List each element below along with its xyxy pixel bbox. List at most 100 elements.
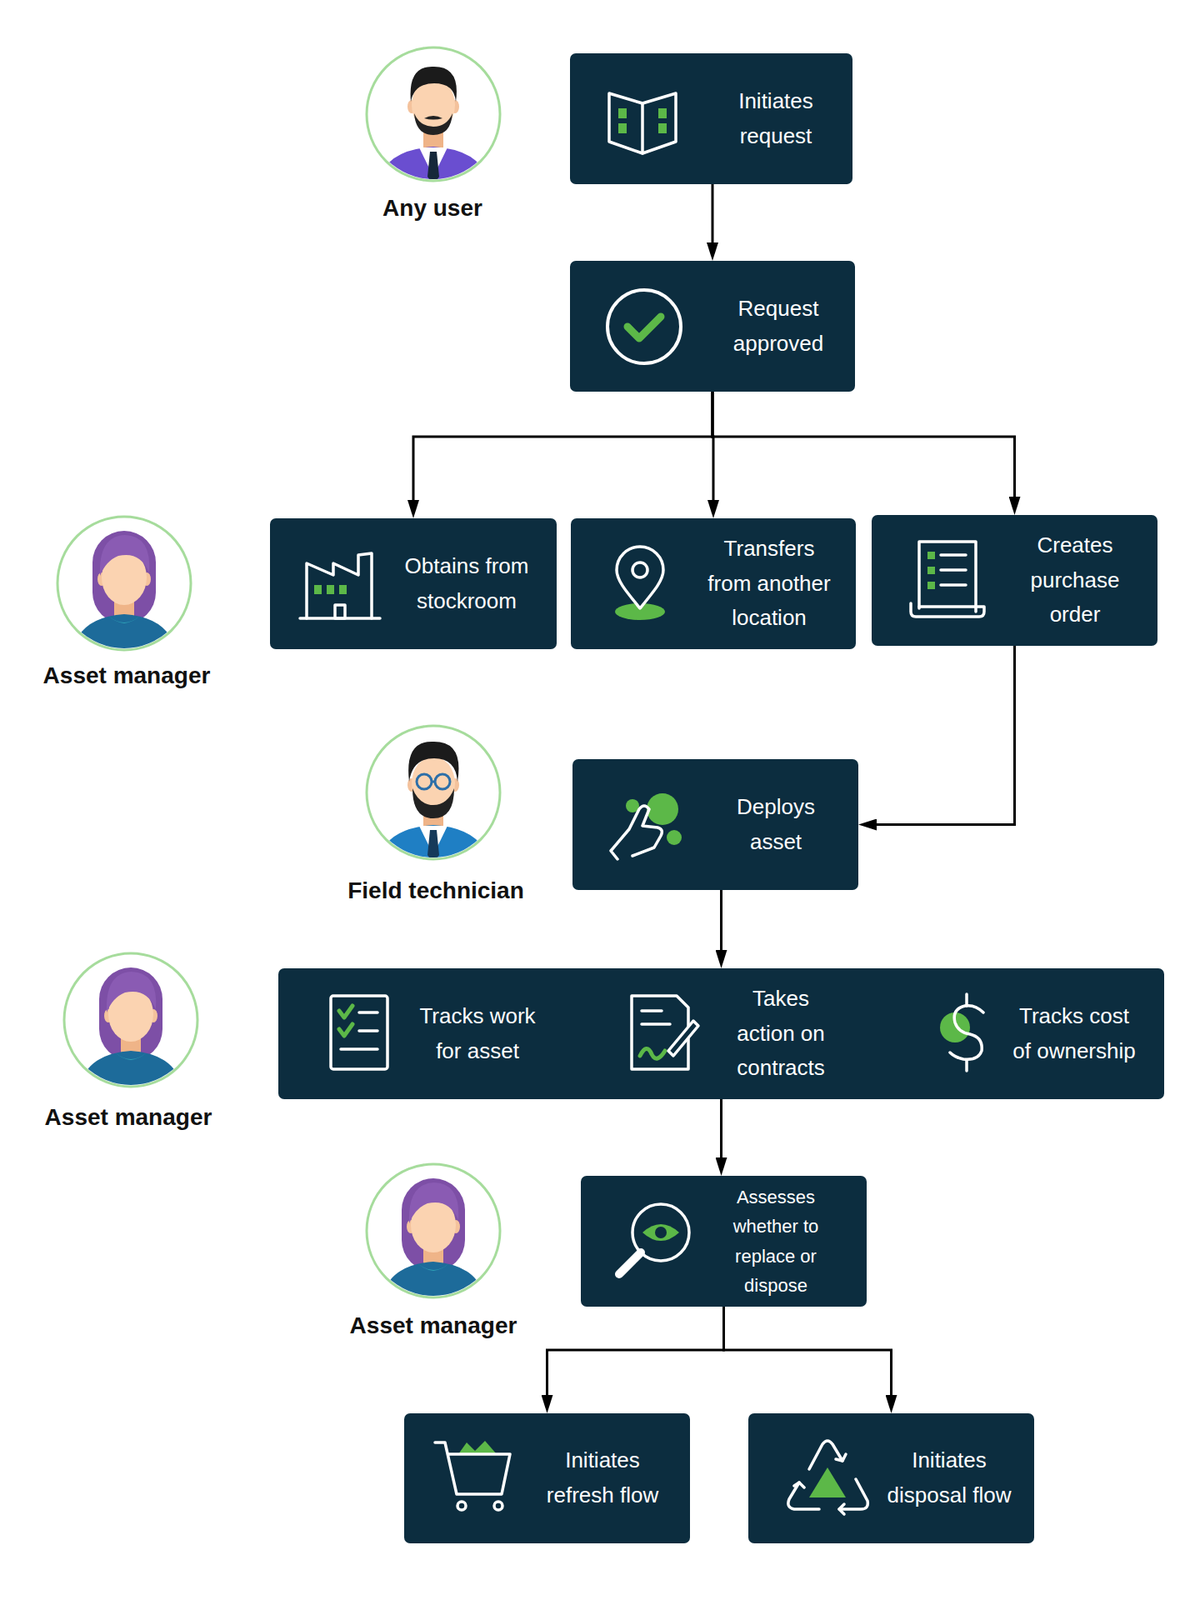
- factory-icon-part: [314, 585, 322, 595]
- connector-arrow: [865, 645, 1015, 825]
- cart-icon-part: [494, 1501, 503, 1510]
- recycle-icon-part: [794, 1482, 805, 1488]
- user-avatar: [366, 47, 500, 187]
- recycle-icon-part: [835, 1454, 846, 1461]
- role-label: Asset manager: [0, 1104, 295, 1131]
- process-box: Initiates refresh flow: [404, 1413, 690, 1544]
- cart-icon-part: [435, 1442, 510, 1495]
- recycle-icon-part: [839, 1479, 868, 1510]
- box-text: Deploys asset: [717, 759, 835, 890]
- inspect-icon-part: [655, 1226, 667, 1239]
- role-label: Asset manager: [0, 662, 294, 690]
- connector-arrow: [413, 391, 713, 512]
- pin-icon-part: [615, 603, 665, 620]
- box-text: Obtains from stockroom: [395, 518, 538, 650]
- process-box: Deploys asset: [572, 759, 859, 890]
- factory-icon-part: [300, 616, 380, 620]
- process-box: Assesses whether to replace or dispose: [580, 1175, 867, 1307]
- role-label: Asset manager: [266, 1312, 600, 1340]
- inspect-icon-part: [619, 1252, 641, 1275]
- book-icon-part: [618, 108, 627, 119]
- connector-arrow: [712, 391, 714, 512]
- book-icon-part: [618, 123, 627, 134]
- inspect-icon-part: [642, 1224, 680, 1241]
- user-avatar: [366, 1164, 500, 1304]
- box-text: Initiates disposal flow: [882, 1413, 1016, 1544]
- contract-icon-part: [641, 1010, 670, 1025]
- user-avatar: [366, 725, 500, 865]
- recycle-icon-part: [839, 1504, 845, 1515]
- document-icon-part: [940, 555, 966, 585]
- recycle-icon: [788, 1440, 868, 1515]
- factory-icon-part: [339, 585, 347, 595]
- inspect-icon-part: [632, 1204, 690, 1261]
- deploy-icon-part: [625, 799, 640, 813]
- checklist-icon-part: [339, 1005, 353, 1018]
- box-text: Initiates refresh flow: [535, 1413, 670, 1544]
- role-label: Field technician: [269, 877, 603, 905]
- box-text: Transfers from another location: [702, 518, 836, 650]
- user-avatar: [64, 953, 198, 1093]
- check-icon: [607, 290, 681, 364]
- connector-arrow: [712, 391, 1015, 509]
- box-text: Initiates request: [709, 53, 843, 185]
- process-box: Creates purchase order: [871, 515, 1158, 646]
- dollar-icon-part: [940, 1012, 970, 1043]
- factory-icon: [300, 553, 380, 619]
- box-text: Tracks work for asset: [410, 968, 545, 1100]
- cart-icon-part: [457, 1501, 466, 1510]
- connector-arrow: [711, 184, 715, 255]
- dollar-icon: [940, 994, 984, 1071]
- recycle-icon-part: [809, 1440, 843, 1470]
- process-box: Obtains from stockroom: [270, 518, 557, 650]
- connector-arrow: [547, 1306, 725, 1407]
- user-avatar: [57, 516, 191, 656]
- process-band: Tracks work for asset Takes action on con…: [278, 968, 1165, 1100]
- dollar-icon-part: [950, 1005, 984, 1060]
- document-icon-part: [919, 541, 976, 612]
- pin-icon-part: [616, 546, 664, 609]
- box-text: Takes action on contracts: [726, 968, 835, 1100]
- box-text: Tracks cost of ownership: [1010, 968, 1140, 1100]
- connector-arrow: [724, 1306, 892, 1407]
- recycle-icon-part: [788, 1482, 820, 1510]
- box-text: Assesses whether to replace or dispose: [721, 1175, 830, 1307]
- book-icon-part: [609, 93, 676, 154]
- process-box: Transfers from another location: [570, 518, 856, 650]
- box-text: Request approved: [711, 260, 845, 392]
- check-icon-part: [627, 316, 661, 339]
- factory-icon-part: [335, 605, 345, 619]
- contract-icon-part: [668, 1020, 699, 1056]
- role-label: Any user: [265, 195, 600, 222]
- book-icon-part: [640, 103, 645, 154]
- cart-icon: [435, 1440, 510, 1510]
- checklist-icon: [330, 995, 388, 1070]
- deploy-icon: [610, 793, 682, 860]
- document-icon-part: [910, 603, 985, 617]
- check-icon-part: [607, 290, 681, 364]
- document-icon-part: [927, 581, 935, 590]
- checklist-icon-part: [339, 1024, 353, 1036]
- deploy-icon-part: [646, 793, 679, 825]
- pin-icon: [615, 546, 665, 620]
- checklist-icon-part: [330, 995, 388, 1070]
- deploy-icon-part: [666, 830, 682, 845]
- document-icon: [910, 541, 985, 617]
- document-icon-part: [927, 566, 935, 575]
- factory-icon-part: [306, 553, 372, 619]
- book-icon-part: [658, 108, 667, 119]
- contract-icon-part: [640, 1048, 665, 1059]
- box-text: Creates purchase order: [1020, 515, 1130, 646]
- contract-icon-part: [631, 995, 689, 1070]
- checklist-icon-part: [340, 1012, 378, 1050]
- connector-arrow: [720, 1099, 723, 1170]
- deploy-icon-part: [610, 805, 662, 860]
- connector-arrow: [720, 890, 723, 962]
- pin-icon-part: [632, 562, 648, 578]
- factory-icon-part: [326, 585, 335, 595]
- process-box: Initiates disposal flow: [748, 1413, 1035, 1544]
- book-icon-part: [658, 123, 667, 134]
- document-icon-part: [927, 551, 935, 560]
- recycle-icon-part: [809, 1467, 846, 1498]
